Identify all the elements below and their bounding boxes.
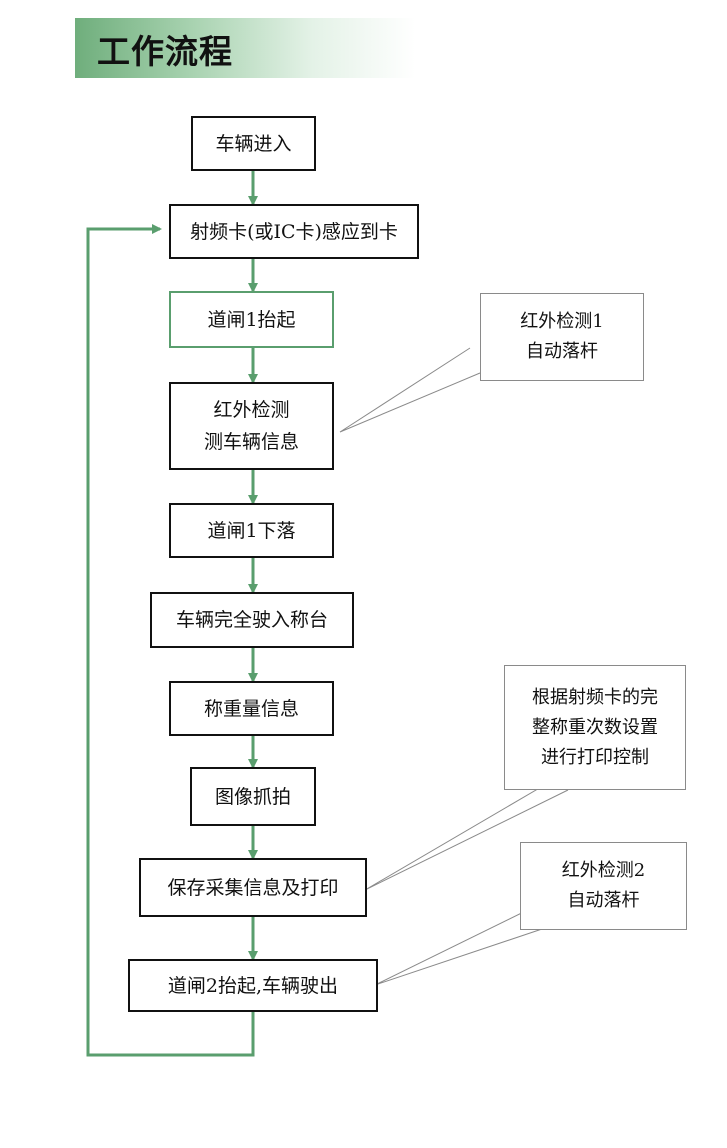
- loop-back-arrow: [86, 224, 255, 1057]
- step-weigh-info: 称重量信息: [169, 681, 334, 736]
- step-label: 图像抓拍: [214, 785, 291, 808]
- step-rf-card-sense: 射频卡(或IC卡)感应到卡: [169, 204, 419, 259]
- step-label: 射频卡(或IC卡)感应到卡: [190, 220, 398, 243]
- note-print-control: 根据射频卡的完 整称重次数设置 进行打印控制: [504, 665, 686, 790]
- step-barrier1-lower: 道闸1下落: [169, 503, 334, 558]
- step-vehicle-enter: 车辆进入: [191, 116, 316, 171]
- step-label: 车辆完全驶入称台: [175, 609, 328, 631]
- note-line3: 进行打印控制: [541, 746, 649, 768]
- note-line1: 根据射频卡的完: [532, 686, 658, 708]
- page-title: 工作流程: [97, 32, 233, 71]
- note-infrared-1: 红外检测1 自动落杆: [480, 293, 644, 381]
- note-line2: 整称重次数设置: [532, 716, 658, 738]
- step-label-line2: 测车辆信息: [203, 431, 299, 453]
- step-vehicle-on-scale: 车辆完全驶入称台: [150, 592, 354, 648]
- note-line2: 自动落杆: [525, 341, 598, 362]
- step-label: 道闸1抬起: [207, 308, 296, 331]
- note-line2: 自动落杆: [567, 890, 640, 911]
- step-image-capture: 图像抓拍: [190, 767, 316, 826]
- note-line1: 红外检测2: [561, 860, 646, 881]
- section-header-band: 工作流程: [75, 18, 415, 78]
- callout-pointer-1: [339, 347, 481, 433]
- step-label-line1: 红外检测: [213, 399, 290, 421]
- step-barrier2-exit: 道闸2抬起,车辆驶出: [128, 959, 378, 1012]
- step-barrier1-raise: 道闸1抬起: [169, 291, 334, 348]
- step-label: 道闸2抬起,车辆驶出: [167, 974, 339, 997]
- note-infrared-2: 红外检测2 自动落杆: [520, 842, 687, 930]
- step-label: 道闸1下落: [207, 519, 296, 542]
- note-line1: 红外检测1: [520, 311, 604, 332]
- step-label: 车辆进入: [215, 132, 292, 155]
- step-label: 保存采集信息及打印: [167, 876, 339, 899]
- step-infrared-detect: 红外检测 测车辆信息: [169, 382, 334, 470]
- step-label: 称重量信息: [203, 697, 299, 720]
- step-save-print: 保存采集信息及打印: [139, 858, 367, 917]
